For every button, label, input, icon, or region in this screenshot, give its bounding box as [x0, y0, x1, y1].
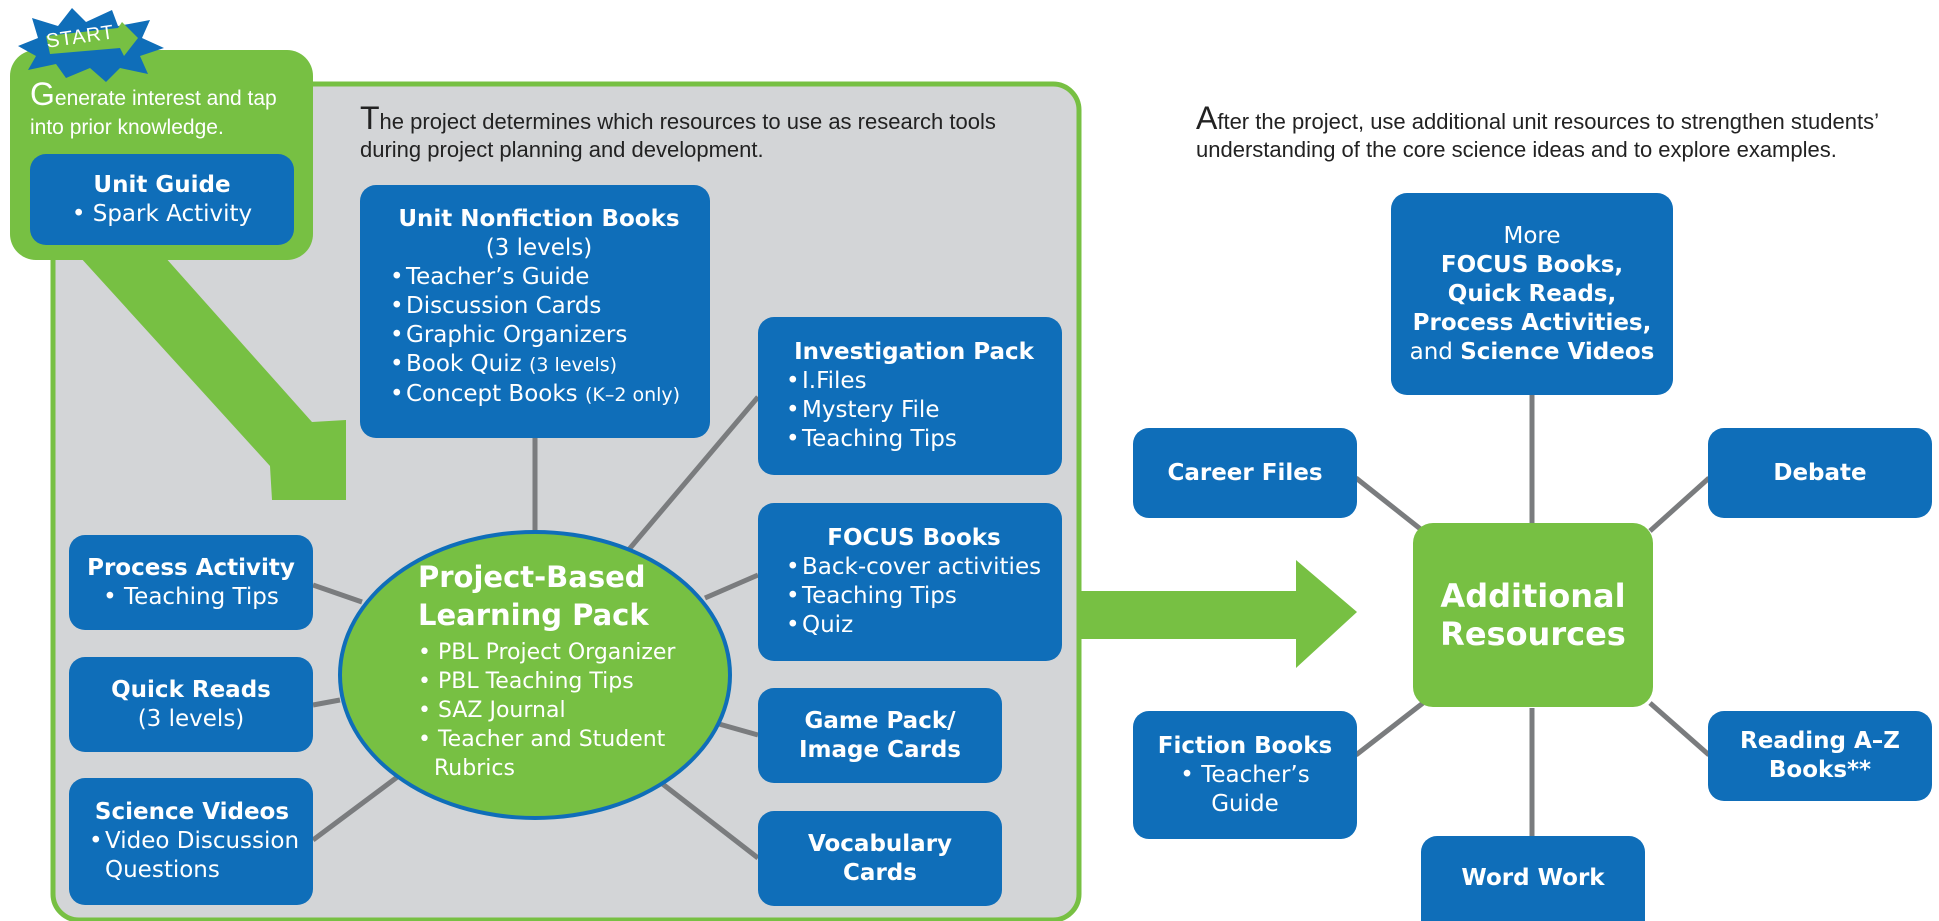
additional-resources-box[interactable]: Additional Resources: [1413, 523, 1653, 707]
connector-investigation: [618, 395, 760, 562]
more-line1: More: [1503, 222, 1561, 249]
more-line2: FOCUS Books,: [1440, 251, 1624, 278]
debate-box[interactable]: Debate: [1708, 428, 1932, 518]
connector-videos: [311, 772, 402, 843]
process-item: • Teaching Tips: [103, 583, 279, 610]
list-item: Teaching Tips: [776, 582, 1052, 611]
career-box[interactable]: Career Files: [1133, 428, 1357, 518]
list-item: Teacher’s Guide: [380, 263, 698, 292]
process-box[interactable]: Process Activity • Teaching Tips: [69, 535, 313, 630]
nonfiction-title: Unit Nonfiction Books: [398, 206, 680, 232]
more-line4: Process Activities,: [1412, 309, 1652, 336]
right-arrow: [1081, 560, 1357, 668]
word-work-title: Word Work: [1461, 865, 1605, 891]
pbl-ellipse[interactable]: [338, 530, 732, 820]
more-line3: Quick Reads,: [1447, 280, 1617, 307]
diagonal-arrow: [50, 210, 346, 500]
connector-raz: [1648, 701, 1711, 757]
list-item: • SAZ Journal: [418, 698, 566, 723]
investigation-title: Investigation Pack: [794, 339, 1034, 365]
debate-title: Debate: [1773, 459, 1867, 486]
list-item: Back-cover activities: [776, 553, 1052, 582]
career-title: Career Files: [1167, 459, 1323, 486]
focus-box[interactable]: FOCUS Books Back-cover activities Teachi…: [758, 503, 1062, 661]
list-item: • PBL Teaching Tips: [418, 669, 634, 694]
focus-list: Back-cover activities Teaching Tips Quiz: [776, 553, 1052, 640]
more-line5: and Science Videos: [1409, 338, 1655, 365]
videos-box[interactable]: Science Videos Video Discussion Question…: [69, 778, 313, 905]
vocab-line1: Vocabulary: [807, 830, 953, 857]
fiction-box[interactable]: Fiction Books • Teacher’s Guide: [1133, 711, 1357, 839]
raz-box[interactable]: Reading A–Z Books**: [1708, 711, 1932, 801]
pbl-title-line2: Learning Pack: [418, 598, 649, 632]
game-pack-line1: Game Pack/: [804, 707, 956, 734]
investigation-list: I.Files Mystery File Teaching Tips: [776, 367, 1052, 454]
word-work-box[interactable]: Word Work: [1421, 836, 1645, 921]
list-item: I.Files: [776, 367, 1052, 396]
raz-line1: Reading A–Z: [1739, 728, 1900, 754]
additional-line2: Resources: [1440, 615, 1626, 653]
left-connectors: [311, 395, 760, 860]
connector-process: [312, 582, 363, 605]
process-title: Process Activity: [87, 554, 295, 581]
videos-list: Video Discussion Questions: [79, 827, 305, 885]
quick-reads-subtitle: (3 levels): [137, 705, 245, 732]
quick-reads-box[interactable]: Quick Reads (3 levels): [69, 657, 313, 752]
connector-fiction: [1354, 701, 1425, 757]
vocab-box[interactable]: Vocabulary Cards: [758, 811, 1002, 906]
list-item: Quiz: [776, 611, 1052, 640]
connector-career: [1354, 476, 1425, 533]
investigation-box[interactable]: Investigation Pack I.Files Mystery File …: [758, 317, 1062, 475]
project-note: The project determines which resources t…: [360, 100, 996, 162]
right-connectors: [1354, 395, 1711, 838]
nonfiction-subtitle: (3 levels): [485, 235, 593, 261]
list-item: • PBL Project Organizer: [418, 640, 676, 665]
videos-title: Science Videos: [94, 799, 290, 825]
list-item: Mystery File: [776, 396, 1052, 425]
game-pack-line2: Image Cards: [798, 736, 961, 763]
vocab-line2: Cards: [843, 859, 917, 886]
more-box[interactable]: More FOCUS Books, Quick Reads, Process A…: [1391, 193, 1673, 395]
quick-reads-title: Quick Reads: [111, 676, 271, 703]
game-pack-box[interactable]: Game Pack/ Image Cards: [758, 688, 1002, 783]
additional-line1: Additional: [1440, 577, 1626, 615]
fiction-item: • Teacher’s Guide: [1180, 761, 1310, 817]
connector-quick: [312, 697, 341, 708]
list-item: Discussion Cards: [380, 292, 698, 321]
nonfiction-list: Teacher’s Guide Discussion Cards Graphic…: [380, 263, 698, 410]
unit-guide-title: Unit Guide: [93, 171, 231, 198]
pbl-list: • PBL Project Organizer • PBL Teaching T…: [418, 638, 718, 783]
unit-guide-item: • Spark Activity: [71, 200, 253, 227]
nonfiction-box[interactable]: Unit Nonfiction Books (3 levels) Teacher…: [360, 185, 710, 438]
fiction-title: Fiction Books: [1157, 732, 1333, 759]
list-item: Book Quiz (3 levels): [380, 350, 698, 380]
list-item: Video Discussion Questions: [79, 827, 305, 885]
list-item: • Teacher and Student Rubrics: [418, 727, 666, 781]
raz-line2: Books**: [1768, 757, 1872, 783]
start-badge-icon: [18, 8, 164, 82]
connector-debate: [1648, 476, 1711, 533]
list-item: Graphic Organizers: [380, 321, 698, 350]
list-item: Concept Books (K–2 only): [380, 380, 698, 410]
unit-guide-box[interactable]: Unit Guide • Spark Activity: [30, 154, 294, 245]
connector-vocab: [658, 780, 760, 860]
start-note: Generate interest and tap into prior kno…: [30, 76, 277, 139]
after-note: After the project, use additional unit r…: [1196, 100, 1879, 162]
list-item: Teaching Tips: [776, 425, 1052, 454]
connector-focus: [704, 572, 759, 601]
focus-title: FOCUS Books: [827, 525, 1001, 551]
pbl-title-line1: Project-Based: [418, 560, 646, 594]
pbl-content: Project-Based Learning Pack • PBL Projec…: [418, 558, 718, 783]
